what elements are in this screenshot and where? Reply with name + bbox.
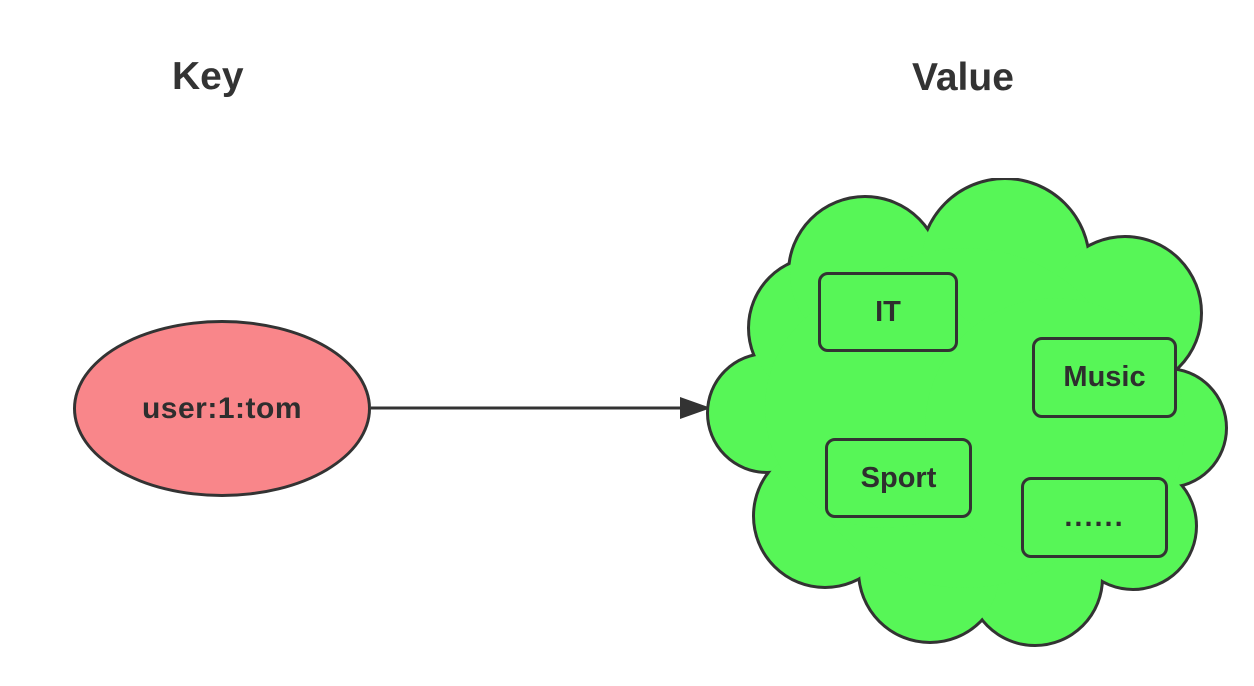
key-node-text: user:1:tom <box>141 391 303 425</box>
value-heading: Value <box>912 56 1014 99</box>
value-item-sport: Sport <box>825 438 972 518</box>
value-item-music: Music <box>1032 337 1177 418</box>
value-item-more: ...... <box>1021 477 1168 558</box>
arrowhead-icon <box>680 397 711 419</box>
key-heading: Key <box>172 55 244 98</box>
key-node-ellipse: user:1:tom <box>73 320 371 497</box>
key-to-value-arrow <box>371 397 711 419</box>
value-item-it: IT <box>818 272 958 352</box>
